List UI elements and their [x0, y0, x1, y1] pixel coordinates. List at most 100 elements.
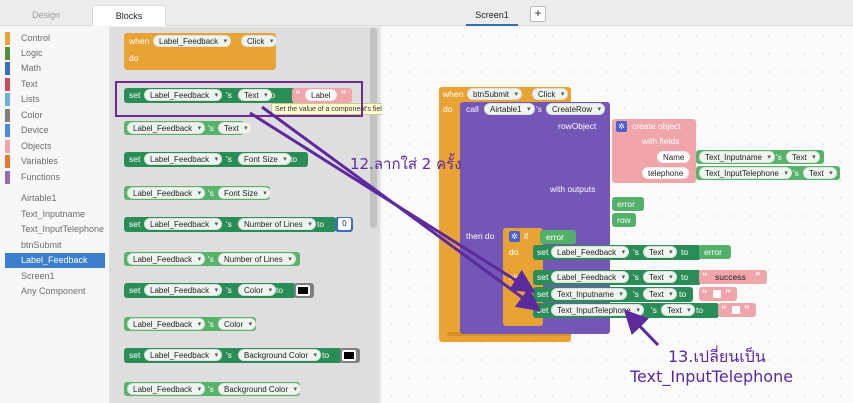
component-dropdown[interactable]: Label_Feedback [144, 218, 223, 231]
property-dropdown[interactable]: Number of Lines [238, 218, 316, 231]
component-dropdown[interactable]: Text_Inputname [699, 151, 775, 164]
category-color[interactable]: Color [5, 108, 105, 123]
get-error-block[interactable]: error [540, 230, 576, 244]
property-dropdown[interactable]: Text [786, 151, 820, 164]
field-name-key[interactable]: Name [655, 151, 695, 164]
tab-screen1[interactable]: Screen1 [466, 6, 518, 26]
color-swatch[interactable] [296, 285, 310, 296]
empty-text-value[interactable] [732, 306, 740, 314]
setter-feedback-error[interactable]: set Label_Feedback 's Text to [533, 245, 701, 260]
component-dropdown[interactable]: Text_InputTelephone [699, 167, 792, 180]
component-dropdown[interactable]: Text_Inputname [551, 288, 627, 301]
text-string-block[interactable]: “ Label ” [292, 88, 352, 103]
component-dropdown[interactable]: btnSubmit [467, 88, 523, 101]
component-dropdown[interactable]: Label_Feedback [127, 187, 206, 200]
event-block-label-click[interactable]: when Label_Feedback Click do [124, 33, 278, 70]
component-dropdown[interactable]: Label_Feedback [127, 383, 206, 396]
category-lists[interactable]: Lists [5, 92, 105, 107]
property-dropdown[interactable]: Color [238, 284, 277, 297]
component-dropdown[interactable]: Label_Feedback [153, 35, 232, 48]
category-math[interactable]: Math [5, 61, 105, 76]
category-functions[interactable]: Functions [5, 170, 105, 185]
component-dropdown[interactable]: Label_Feedback [551, 271, 630, 284]
getter-block-color[interactable]: Label_Feedback 's Color [124, 317, 257, 331]
setter-block-color[interactable]: set Label_Feedback 's Color to [124, 283, 296, 298]
text-value[interactable]: Label [305, 89, 337, 101]
component-dropdown[interactable]: Label_Feedback [127, 318, 206, 331]
setter-block-text[interactable]: set Label_Feedback 's Text to [124, 88, 296, 103]
gear-icon[interactable]: ✲ [509, 231, 520, 242]
component-airtable1[interactable]: Airtable1 [21, 193, 57, 203]
gear-icon[interactable]: ✲ [616, 121, 627, 132]
text-string-block[interactable]: “ success ” [699, 270, 767, 284]
number-block[interactable]: 0 [335, 217, 353, 232]
getter-text-inputtelephone[interactable]: Text_InputTelephone 's Text [696, 166, 840, 180]
property-dropdown[interactable]: Background Color [218, 383, 302, 396]
component-text-inputname[interactable]: Text_Inputname [21, 209, 86, 219]
component-dropdown[interactable]: Label_Feedback [144, 153, 223, 166]
property-dropdown[interactable]: Text [218, 122, 252, 135]
quote-icon: ” [725, 288, 731, 300]
empty-text-block[interactable]: “ ” [718, 303, 756, 317]
empty-text-block[interactable]: “ ” [699, 287, 737, 301]
property-dropdown[interactable]: Text [238, 89, 272, 102]
setter-feedback-success[interactable]: set Label_Feedback 's Text to [533, 270, 701, 285]
component-dropdown[interactable]: Label_Feedback [144, 89, 223, 102]
property-dropdown[interactable]: Text [643, 271, 677, 284]
getter-block-font-size[interactable]: Label_Feedback 's Font Size [124, 186, 271, 200]
property-dropdown[interactable]: Text [643, 246, 677, 259]
flyout-scrollbar[interactable] [370, 28, 377, 228]
getter-block-number-of-lines[interactable]: Label_Feedback 's Number of Lines [124, 252, 300, 266]
property-dropdown[interactable]: Background Color [238, 349, 322, 362]
property-dropdown[interactable]: Font Size [218, 187, 271, 200]
setter-block-background-color[interactable]: set Label_Feedback 's Background Color t… [124, 348, 342, 363]
property-dropdown[interactable]: Color [218, 318, 257, 331]
property-dropdown[interactable]: Number of Lines [218, 253, 296, 266]
getter-block-text[interactable]: Label_Feedback 's Text [124, 121, 252, 135]
component-text-inputtelephone[interactable]: Text_InputTelephone [21, 224, 105, 234]
category-objects[interactable]: Objects [5, 139, 105, 154]
category-swatch [5, 93, 10, 106]
setter-inputname-clear[interactable]: set Text_Inputname 's Text to [533, 287, 693, 302]
category-logic[interactable]: Logic [5, 46, 105, 61]
setter-block-font-size[interactable]: set Label_Feedback 's Font Size to [124, 152, 308, 167]
category-text[interactable]: Text [5, 77, 105, 92]
component-dropdown[interactable]: Label_Feedback [144, 349, 223, 362]
getter-text-inputname[interactable]: Text_Inputname 's Text [696, 150, 824, 164]
color-block-black[interactable] [294, 283, 314, 298]
property-dropdown[interactable]: Text [643, 288, 677, 301]
category-device[interactable]: Device [5, 123, 105, 138]
get-row-block[interactable]: row [612, 213, 636, 227]
category-variables[interactable]: Variables [5, 154, 105, 169]
setter-inputtelephone-clear[interactable]: set Text_InputTelephone 's Text to [533, 303, 719, 318]
empty-text-value[interactable] [713, 290, 721, 298]
component-btnsubmit[interactable]: btnSubmit [21, 240, 62, 250]
component-label-feedback[interactable]: Label_Feedback [5, 253, 105, 268]
get-error-block[interactable]: error [612, 197, 644, 211]
color-swatch[interactable] [342, 350, 356, 361]
color-block-black[interactable] [340, 348, 360, 363]
property-dropdown[interactable]: Font Size [238, 153, 291, 166]
method-dropdown[interactable]: CreateRow [546, 103, 606, 116]
setter-block-number-of-lines[interactable]: set Label_Feedback 's Number of Lines to [124, 217, 336, 232]
component-dropdown[interactable]: Label_Feedback [551, 246, 630, 259]
component-dropdown[interactable]: Label_Feedback [144, 284, 223, 297]
category-control[interactable]: Control [5, 31, 105, 46]
component-dropdown[interactable]: Airtable1 [484, 103, 535, 116]
field-telephone-key[interactable]: telephone [640, 167, 695, 180]
event-dropdown[interactable]: Click [532, 88, 569, 101]
get-error-block[interactable]: error [699, 245, 731, 259]
tab-design[interactable]: Design [31, 10, 60, 20]
add-screen-button[interactable]: + [530, 6, 546, 22]
block-tooltip: Set the value of a component's field [271, 103, 390, 115]
component-dropdown[interactable]: Label_Feedback [127, 253, 206, 266]
component-dropdown[interactable]: Label_Feedback [127, 122, 206, 135]
getter-block-background-color[interactable]: Label_Feedback 's Background Color [124, 382, 302, 396]
event-dropdown[interactable]: Click [241, 35, 278, 48]
property-dropdown[interactable]: Text [661, 304, 695, 317]
property-dropdown[interactable]: Text [803, 167, 837, 180]
category-swatch [5, 109, 10, 122]
component-any[interactable]: Any Component [21, 286, 86, 296]
component-screen1[interactable]: Screen1 [21, 271, 55, 281]
tab-blocks[interactable]: Blocks [92, 5, 166, 26]
